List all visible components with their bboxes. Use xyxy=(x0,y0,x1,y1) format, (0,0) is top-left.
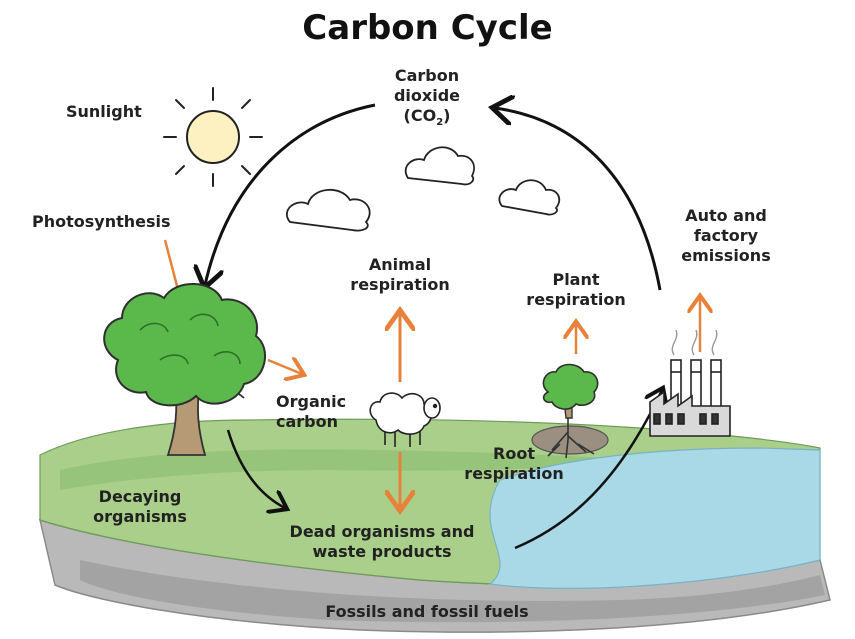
plant-respiration-line1: Plant xyxy=(552,270,600,289)
animal-respiration-label: Animal respiration xyxy=(340,255,460,295)
tree-to-dead-organisms-arrow xyxy=(226,429,285,508)
root-respiration-line2: respiration xyxy=(464,464,564,483)
tree-icon xyxy=(103,283,266,456)
emissions-line3: emissions xyxy=(681,246,771,265)
emissions-line2: factory xyxy=(693,226,759,245)
dead-organisms-line2: waste products xyxy=(312,542,452,561)
co2-formula-sub: 2 xyxy=(436,117,444,129)
photosynthesis-label: Photosynthesis xyxy=(32,212,171,231)
auto-factory-emissions-label: Auto and factory emissions xyxy=(668,206,784,266)
plant-respiration-line2: respiration xyxy=(526,290,626,309)
co2-label-line2: dioxide xyxy=(393,86,461,105)
plant-respiration-label: Plant respiration xyxy=(516,270,636,310)
co2-label-line1: Carbon xyxy=(394,66,460,85)
organic-carbon-arrow xyxy=(267,360,302,374)
organic-carbon-line1: Organic xyxy=(276,392,347,411)
co2-to-tree-arrow xyxy=(205,103,376,285)
dead-organisms-label: Dead organisms and waste products xyxy=(282,522,482,562)
decaying-organisms-label: Decaying organisms xyxy=(80,487,200,527)
co2-formula-close: ) xyxy=(443,106,451,125)
carbon-dioxide-label: Carbon dioxide (CO2) xyxy=(372,66,482,133)
cloud-icon xyxy=(286,189,371,232)
emissions-line1: Auto and xyxy=(685,206,767,225)
cloud-icon xyxy=(498,179,561,216)
fossils-to-factory-arrow xyxy=(514,390,662,550)
co2-formula: (CO2) xyxy=(372,106,482,133)
small-tree-icon xyxy=(531,363,609,459)
fossil-rock-shade xyxy=(80,560,825,623)
fossils-label: Fossils and fossil fuels xyxy=(325,602,529,621)
ground-shade xyxy=(60,449,640,490)
animal-respiration-line1: Animal xyxy=(368,255,432,274)
decaying-organisms-line1: Decaying xyxy=(98,487,182,506)
animal-respiration-line2: respiration xyxy=(350,275,450,294)
decaying-organisms-line2: organisms xyxy=(93,507,187,526)
diagram-title: Carbon Cycle xyxy=(302,8,553,48)
sheep-icon xyxy=(369,392,441,447)
sunlight-label: Sunlight xyxy=(66,102,142,121)
water xyxy=(488,447,821,589)
organic-carbon-line2: carbon xyxy=(276,412,339,431)
co2-formula-open: (CO xyxy=(403,106,437,125)
cloud-icon xyxy=(404,146,475,186)
factory-icon xyxy=(649,329,731,437)
organic-carbon-label: Organic carbon xyxy=(276,392,346,432)
sun-icon xyxy=(163,87,263,187)
dead-organisms-line1: Dead organisms and xyxy=(289,522,475,541)
root-respiration-label: Root respiration xyxy=(454,444,574,484)
root-respiration-line1: Root xyxy=(493,444,535,463)
emissions-to-co2-arrow xyxy=(495,108,662,291)
